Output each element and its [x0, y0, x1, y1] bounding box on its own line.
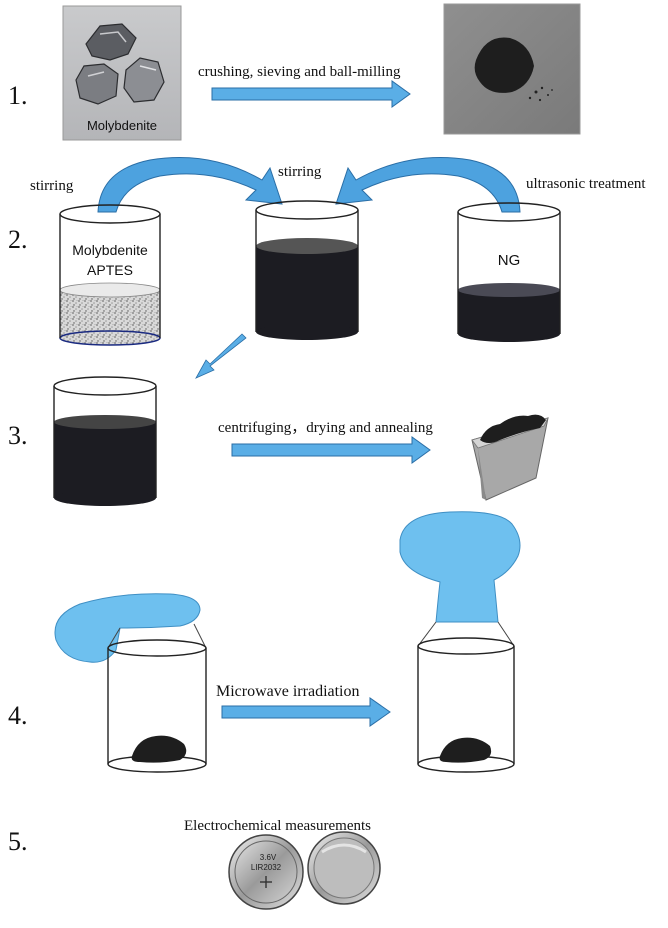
coin-voltage: 3.6V: [260, 853, 277, 862]
step-3-arrow-label: centrifuging，drying and annealing: [218, 420, 433, 436]
step-4-number: 4.: [8, 701, 28, 730]
middle-stirring-label: stirring: [278, 164, 322, 180]
coin-cell-back: [307, 831, 381, 905]
step-4-arrow: [221, 697, 391, 727]
deflated-balloon: [54, 593, 201, 663]
crucible: [471, 414, 549, 501]
annealed-powder: [480, 414, 546, 443]
step-1-number: 1.: [8, 81, 28, 110]
step-1: Molybdenite 1. crushing, sieving and bal…: [8, 3, 581, 141]
step-5: 5. Electrochemical measurements 3.6V LIR…: [8, 818, 381, 910]
step-4-arrow-label: Microwave irradiation: [216, 683, 360, 700]
step-1-arrow: [211, 80, 411, 108]
coin-cell-front: 3.6V LIR2032: [228, 834, 304, 910]
step-1-arrow-label: crushing, sieving and ball-milling: [198, 64, 401, 80]
step-3-beaker: [53, 376, 157, 506]
molybdenite-rock: [85, 23, 137, 61]
step-2-number: 2.: [8, 225, 28, 254]
ultrasonic-label: ultrasonic treatment: [526, 176, 646, 192]
left-beaker-line2: APTES: [87, 262, 133, 278]
left-beaker-line1: Molybdenite: [72, 242, 148, 258]
diagonal-arrow: [195, 333, 247, 379]
step-3-number: 3.: [8, 421, 28, 450]
left-bottle: [54, 593, 207, 773]
left-curved-arrow: [97, 157, 283, 213]
step-2: 2. stirring stirring ultrasonic treatmen…: [8, 157, 646, 379]
ng-label: NG: [498, 252, 521, 269]
step-5-number: 5.: [8, 827, 28, 856]
step-4: 4. Microwave irradiation: [8, 511, 521, 773]
molybdenite-rock: [75, 63, 119, 105]
sample-powder: [131, 735, 187, 763]
milled-powder: [474, 37, 534, 93]
electrochemical-label: Electrochemical measurements: [184, 818, 371, 834]
right-beaker: NG: [457, 202, 561, 342]
inflated-balloon: [399, 511, 521, 623]
left-stirring-label: stirring: [30, 178, 74, 194]
step-3: 3. centrifuging，drying and annealing: [8, 376, 549, 506]
right-curved-arrow: [335, 157, 521, 213]
molybdenite-label: Molybdenite: [87, 118, 157, 133]
left-beaker: Molybdenite APTES: [59, 204, 161, 346]
coin-model: LIR2032: [251, 863, 282, 872]
right-bottle: [399, 511, 521, 773]
middle-beaker: [255, 200, 359, 340]
sample-powder: [439, 737, 492, 763]
step-3-arrow: [231, 436, 431, 464]
